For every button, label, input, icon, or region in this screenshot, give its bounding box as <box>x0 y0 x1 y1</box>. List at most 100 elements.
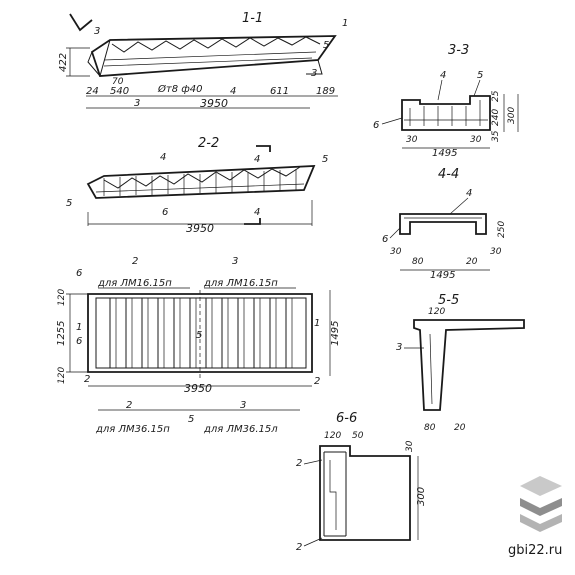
section-5-5-title: 5-5 <box>438 293 459 308</box>
dim-300-s66: 300 <box>416 487 427 506</box>
landing-rib-right <box>306 59 323 75</box>
mark-2-s66-bottom: 2 <box>296 542 302 553</box>
dim-120-s66: 120 <box>324 431 341 441</box>
dim-30-s33-left: 30 <box>406 135 418 145</box>
cut-marker-4-bottom <box>244 218 261 225</box>
cut-mark-top-left <box>69 13 93 32</box>
mark-6-s33: 6 <box>373 120 379 131</box>
mark-2-plan-left: 2 <box>84 374 90 385</box>
dim-3950-plan: 3950 <box>184 382 212 395</box>
dim-70: 70 <box>112 77 124 87</box>
dim-120-s55: 120 <box>428 307 445 317</box>
mark-2-s66-top: 2 <box>296 458 302 469</box>
dim-lines-s33-right <box>503 94 519 132</box>
leader-2-s66-bottom <box>303 537 323 547</box>
dim-30-s44-left: 30 <box>390 247 402 257</box>
dim-120-plan-top: 120 <box>57 289 67 306</box>
mark-3-plan-top: 3 <box>232 256 238 267</box>
logo-layer-top <box>520 476 562 496</box>
dim-line-422 <box>66 47 90 77</box>
mark-3-s11-bottom: 3 <box>134 98 140 109</box>
stair-flight-outline <box>90 35 337 77</box>
rebar-line-2 <box>103 57 313 67</box>
mark-5-plan-bottom: 5 <box>188 414 194 425</box>
mark-5-s22-left: 5 <box>66 198 72 209</box>
mark-4-cut-top: 4 <box>254 154 260 165</box>
plan-rib-edges <box>115 298 293 368</box>
section-6-6: 6-6 120 50 30 2 2 300 <box>296 411 427 553</box>
stirrups-2-2 <box>103 169 297 196</box>
rebar-2-2 <box>95 183 305 193</box>
section-5-5-outline <box>413 319 525 411</box>
section-2-2: 2-2 4 4 5 5 6 3950 4 <box>66 136 328 235</box>
dim-120-plan-bottom: 120 <box>57 367 67 384</box>
mark-1-plan-right: 1 <box>314 318 320 329</box>
dim-50-s66: 50 <box>352 431 364 441</box>
mark-6-s44: 6 <box>382 234 388 245</box>
plan-view: 2 3 для ЛМ16.15п для ЛМ16.15п 5 6 6 1 12… <box>56 256 341 435</box>
dim-250: 250 <box>497 221 507 238</box>
note-lm1615-b: для ЛМ16.15п <box>203 278 278 289</box>
mark-5-s22-right: 5 <box>322 154 328 165</box>
dim-30-s66: 30 <box>405 440 415 452</box>
section-5-5: 5-5 120 3 80 20 <box>396 293 525 433</box>
section-3-3-outline <box>401 95 491 131</box>
section-5-5-rebar <box>429 333 433 405</box>
dim-611: 611 <box>270 86 289 97</box>
mark-2-plan-right: 2 <box>314 376 320 387</box>
watermark-logo: gbi22.ru <box>508 476 562 558</box>
dim-1495-s44: 1495 <box>430 270 455 281</box>
dim-189: 189 <box>316 86 335 97</box>
section-4-4: 4-4 4 6 30 80 20 30 250 1495 <box>382 167 507 281</box>
section-3-3: 3-3 4 5 6 30 30 1495 25 240 35 300 <box>373 43 519 159</box>
section-3-3-stirrups <box>409 100 481 126</box>
tread-profile <box>111 36 321 53</box>
dim-24: 24 <box>86 86 99 97</box>
leader-s33 <box>437 79 481 101</box>
mark-6-plan-top: 6 <box>76 268 82 279</box>
leader-4-s44 <box>449 197 469 215</box>
mark-3-s55: 3 <box>396 342 402 353</box>
plan-outline <box>87 293 313 373</box>
section-6-6-title: 6-6 <box>336 411 357 426</box>
dim-300-s33: 300 <box>507 107 517 124</box>
dim-25: 25 <box>491 90 501 102</box>
dim-35: 35 <box>491 130 501 142</box>
section-6-6-rebar <box>329 460 337 530</box>
mark-2-plan-bottom: 2 <box>126 400 132 411</box>
note-lm3615-b: для ЛМ36.15л <box>203 424 278 435</box>
section-4-4-title: 4-4 <box>438 167 459 182</box>
section-2-2-title: 2-2 <box>198 136 219 151</box>
section-6-6-inner <box>323 451 347 537</box>
dim-30-s44-right: 30 <box>490 247 502 257</box>
leader-6-s44 <box>389 227 401 239</box>
section-6-6-outline <box>319 445 411 541</box>
leader-2-s66-top <box>303 459 323 465</box>
dim-line-3950-b <box>87 200 313 226</box>
plan-dim-left <box>66 293 88 373</box>
mark-4-s44: 4 <box>466 188 472 199</box>
dim-30-s33-right: 30 <box>470 135 482 145</box>
mark-4-s11: 4 <box>230 86 236 97</box>
dim-20-s55: 20 <box>454 423 466 433</box>
mark-3-plan-bottom: 3 <box>240 400 246 411</box>
section-1-1-title: 1-1 <box>242 11 263 26</box>
mark-4-s33: 4 <box>440 70 446 81</box>
section-3-3-title: 3-3 <box>448 43 469 58</box>
landing-rib-left <box>87 51 101 77</box>
mark-5-s11: 5 <box>323 40 329 51</box>
note-lm1615-a: для ЛМ16.15п <box>97 278 172 289</box>
dim-422: 422 <box>58 53 69 72</box>
watermark-text: gbi22.ru <box>508 543 562 558</box>
note-lm3615-a: для ЛМ36.15п <box>95 424 170 435</box>
dim-240: 240 <box>491 109 501 126</box>
mark-3-s11: 3 <box>311 68 317 79</box>
dim-80-s44: 80 <box>412 257 424 267</box>
logo-layer-mid <box>520 498 562 516</box>
leader-6-s33 <box>381 117 403 125</box>
dim-80-s55: 80 <box>424 423 436 433</box>
dim-1495-plan: 1495 <box>330 321 341 346</box>
stair-flight-2-2 <box>86 165 316 199</box>
plan-ribs <box>109 298 287 368</box>
